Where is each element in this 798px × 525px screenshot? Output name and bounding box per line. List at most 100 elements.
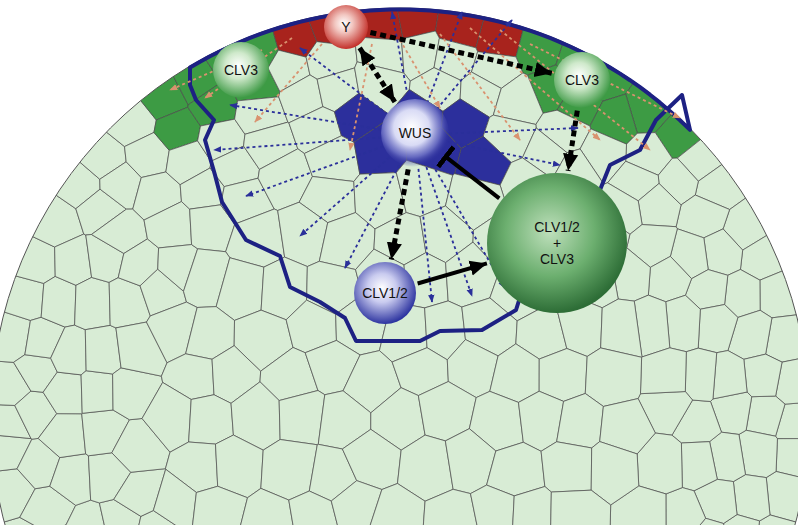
plant-cell [713,351,747,399]
diffusion-arrow [214,138,381,150]
plant-cell [541,442,592,492]
diffusion-arrow [300,157,389,236]
node-label: CLV1/2 [362,285,408,301]
plant-cell [539,349,587,402]
peptide-sphere: CLV3 [213,42,269,98]
diffusion-arrow [426,167,472,296]
plant-cell [766,305,798,362]
node-label: CLV3 [565,72,599,88]
diffusion-arrow [427,12,462,103]
node-label: CLV1/2 + CLV3 [526,219,588,267]
plant-cell [601,299,642,357]
receptor-sphere: CLV1/2 [354,262,416,324]
diffusion-arrow [392,12,409,102]
plant-cell [557,393,604,448]
plant-cell [85,325,121,374]
plant-cell [81,371,113,414]
node-label: WUS [399,125,432,141]
peptide-sphere: CLV3 [554,52,610,108]
plant-cell [677,0,798,181]
plant-cell [0,24,100,208]
plant-cell [216,258,264,321]
plant-cell [240,488,296,525]
plant-cell [75,277,111,329]
plant-cell [666,295,701,351]
dotted-arrow [360,48,395,102]
plant-cell [666,488,706,525]
plant-cell [740,166,798,280]
sphere [213,42,269,98]
dotted-arrow [568,111,577,171]
plant-cell [640,348,686,394]
diffusion-arrow [448,142,560,165]
plant-cell [551,490,611,525]
sphere [381,99,449,167]
diffusion-arrow [530,44,680,118]
plant-cell [41,276,76,327]
diffusion-arrow [246,147,383,196]
plant-cell [0,0,156,147]
node-label: CLV3 [224,62,258,78]
plant-cell [746,396,785,436]
plant-cell [50,454,91,506]
plant-cell [681,442,717,491]
diffusion-arrow [205,38,292,98]
plant-cell [490,344,539,403]
plant-cell [655,0,798,158]
receptor-complex-sphere: CLV1/2 + CLV3 [487,173,627,313]
plant-cell [733,475,770,521]
plant-cell [512,487,551,525]
diffusion-arrow [300,48,388,114]
plant-cell [38,414,85,458]
plant-cell [189,395,234,444]
sphere [554,52,610,108]
plant-cell [704,229,743,275]
sphere [487,173,627,313]
plant-cell [153,469,196,525]
plant-cell [369,483,425,525]
plant-cell [626,0,798,133]
signal-sphere: Y [324,5,368,49]
dotted-arrow [391,169,408,259]
sphere [324,5,368,49]
diffusion-arrow [470,28,600,140]
plant-cell [142,382,191,452]
sphere [354,262,416,324]
plant-cell [279,390,325,444]
plant-cell [470,485,514,525]
zone-outline [190,10,690,342]
plant-cell [43,372,82,414]
plant-cell [0,0,188,120]
plant-cell [698,305,738,353]
node-label: Y [341,19,350,35]
plant-cell [487,442,545,496]
plant-cell [144,202,192,248]
plant-cell [92,0,220,105]
diffusion-arrow [400,40,440,108]
plant-cell [744,354,782,397]
plant-cell [760,231,798,318]
plant-cell [51,325,87,375]
inhibition-line [446,157,499,198]
plant-cell [423,489,477,525]
dome-outline [0,8,798,525]
solid-arrow [418,263,487,283]
plant-cell [685,348,716,401]
plant-cell [723,102,798,250]
dotted-arrow [370,32,551,73]
diffusion-arrow [437,20,512,109]
plant-cell [648,256,691,301]
plant-cell [342,429,401,489]
plant-cell [191,486,247,525]
plant-cell [695,52,798,210]
plant-cell [55,234,92,285]
wus-glow: WUS [381,99,449,167]
plant-cell [226,209,285,267]
plant-cell [0,0,126,179]
plant-cell [585,348,641,407]
